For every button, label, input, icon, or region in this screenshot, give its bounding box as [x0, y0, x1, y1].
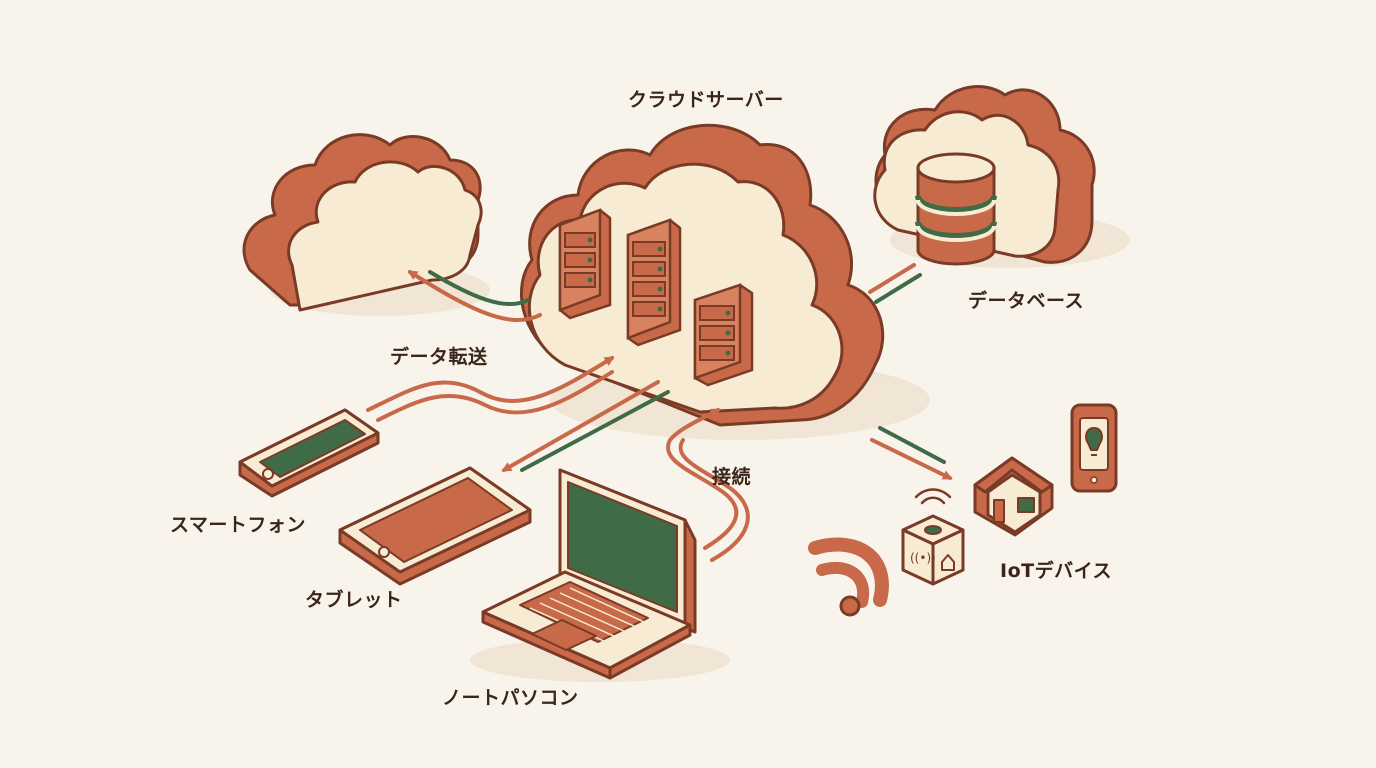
label-tablet: タブレット: [305, 589, 403, 611]
smart-cube-icon: ((•)): [901, 514, 965, 586]
wifi-icon: [808, 537, 889, 617]
arrow-connection: [666, 408, 750, 562]
tablet-icon: [338, 466, 532, 586]
label-cloud-server: クラウドサーバー: [628, 89, 784, 111]
label-laptop: ノートパソコン: [442, 687, 579, 709]
smartphone-icon: [238, 408, 380, 498]
database-cylinder-icon: [915, 152, 997, 266]
smart-phone-device-icon: [1070, 403, 1118, 493]
server-rack-left: [558, 208, 612, 320]
server-rack-center: [626, 218, 682, 347]
svg-text:((•)): ((•)): [910, 551, 936, 565]
arrow-to-tablet: [501, 380, 670, 472]
server-rack-right: [693, 283, 754, 387]
arrow-to-iot: [870, 426, 953, 480]
label-data-transfer: データ転送: [390, 346, 488, 368]
arrow-data-transfer: [366, 356, 615, 422]
label-smartphone: スマートフォン: [170, 514, 306, 536]
line-to-database: [868, 263, 922, 304]
cube-signal-icon: [914, 488, 952, 505]
laptop-icon: [481, 468, 697, 680]
arrow-to-left-cloud: [407, 270, 542, 322]
label-iot-devices: IoTデバイス: [1000, 560, 1113, 582]
smart-house-icon: [973, 456, 1054, 537]
label-connection: 接続: [712, 466, 752, 488]
label-database: データベース: [968, 290, 1085, 312]
